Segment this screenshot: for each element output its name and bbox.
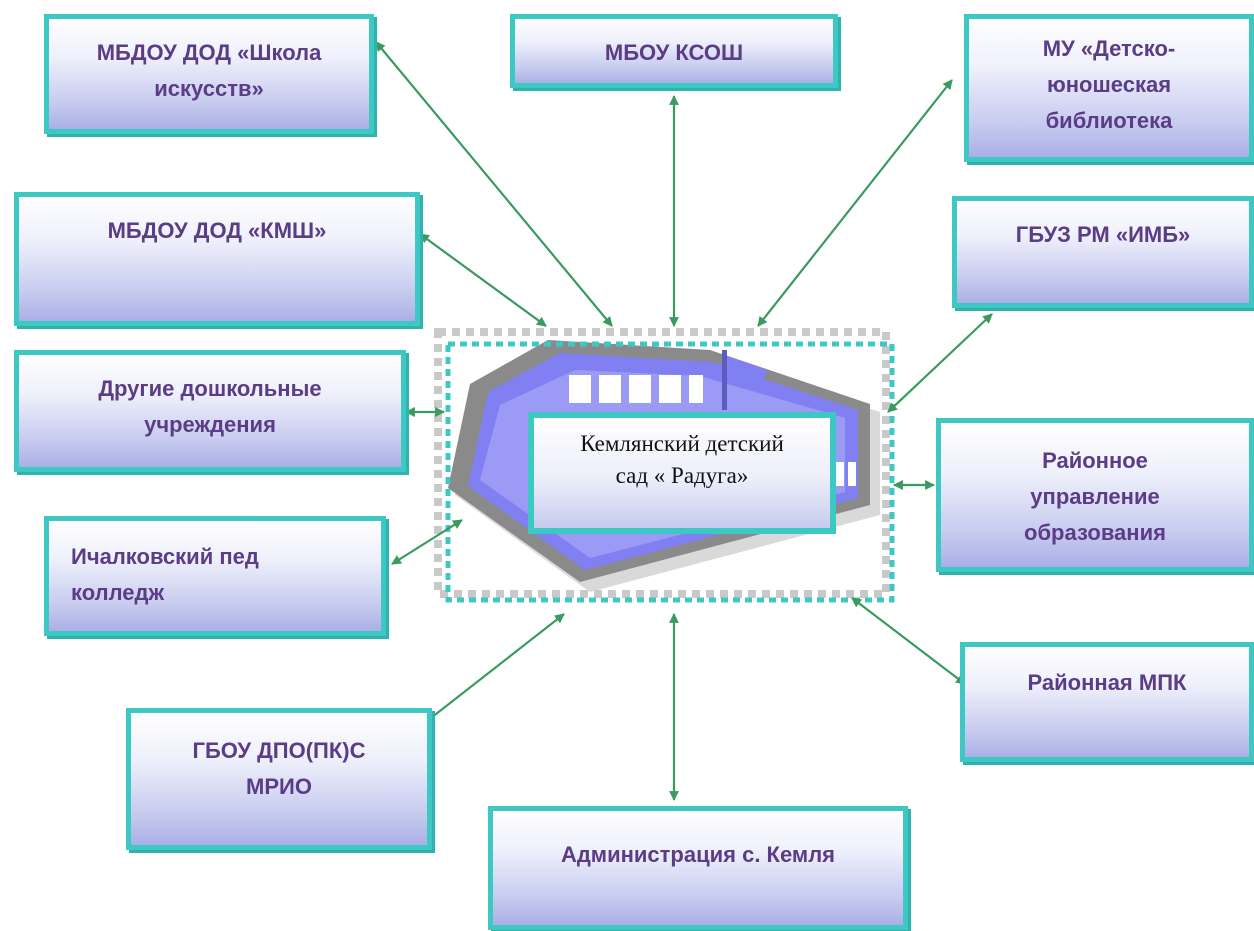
box-education-dept-line: образования [1024, 520, 1166, 545]
arrow-college [391, 519, 463, 565]
box-school-arts-line: искусств» [154, 76, 264, 101]
box-college: Ичалковский пед колледж [44, 516, 386, 636]
box-college-line: колледж [71, 580, 165, 605]
arrow-mpk [851, 597, 966, 685]
box-library-line: юношеская [1046, 72, 1172, 97]
box-kmsh: МБДОУ ДОД «КМШ» [14, 192, 420, 326]
box-mrio-line: МРИО [246, 774, 312, 799]
box-library-line: библиотека [1045, 108, 1173, 133]
center-label-line: сад « Радуга» [615, 463, 749, 488]
box-library-line: МУ «Детско- [1042, 36, 1176, 61]
box-hospital-line: ГБУЗ РМ «ИМБ» [1015, 222, 1191, 247]
box-administration-line: Администрация с. Кемля [560, 842, 836, 867]
box-hospital: ГБУЗ РМ «ИМБ» [952, 196, 1254, 308]
box-education-dept-line: управление [1030, 484, 1160, 509]
box-kmsh-line: МБДОУ ДОД «КМШ» [107, 218, 327, 243]
box-mbou-ksosh-line: МБОУ КСОШ [604, 40, 744, 65]
arrow-hospital [887, 313, 993, 413]
box-school-arts: МБДОУ ДОД «Школа искусств» [44, 14, 374, 134]
box-college-line: Ичалковский пед [71, 544, 259, 569]
box-administration: Администрация с. Кемля [488, 806, 908, 930]
box-mrio: ГБОУ ДПО(ПК)С МРИО [126, 708, 432, 850]
box-other-preschools: Другие дошкольные учреждения [14, 350, 406, 472]
center-label-line: Кемлянский детский [580, 431, 784, 456]
box-education-dept-line: Районное [1042, 448, 1148, 473]
connectors [375, 41, 993, 801]
box-library: МУ «Детско- юношеская библиотека [964, 14, 1254, 162]
box-other-preschools-line: учреждения [144, 412, 276, 437]
arrow-school-arts [375, 41, 613, 327]
box-other-preschools-line: Другие дошкольные [98, 376, 322, 401]
arrow-library [757, 79, 953, 327]
box-school-arts-line: МБДОУ ДОД «Школа [96, 40, 322, 65]
box-mpk: Районная МПК [960, 642, 1254, 762]
box-education-dept: Районное управление образования [936, 418, 1254, 572]
box-mbou-ksosh: МБОУ КСОШ [510, 14, 838, 88]
arrow-kmsh [419, 233, 547, 327]
box-mpk-line: Районная МПК [1027, 670, 1187, 695]
center-kindergarten-label: Кемлянский детский сад « Радуга» [528, 412, 836, 534]
box-mrio-line: ГБОУ ДПО(ПК)С [192, 738, 366, 763]
